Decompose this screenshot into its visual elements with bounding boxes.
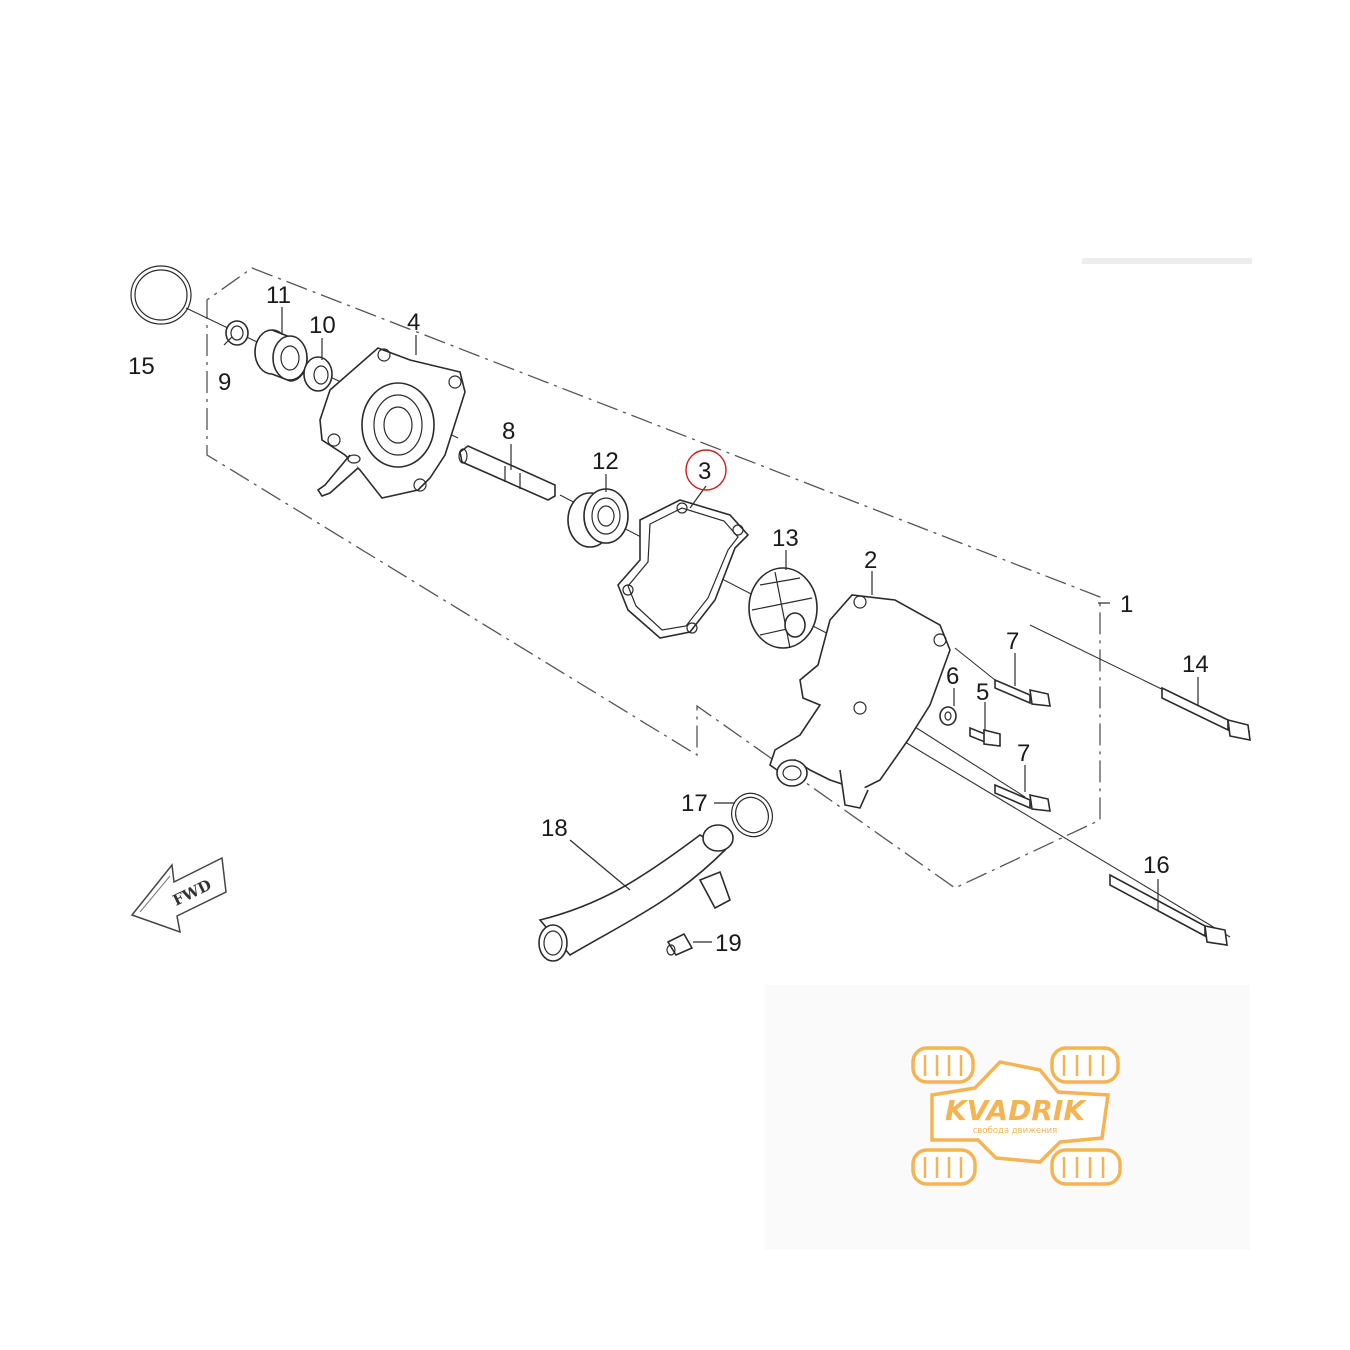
callout-7-lower: 7 <box>1017 740 1030 767</box>
part-16-long-bolt <box>1109 873 1228 946</box>
part-4-pump-cover <box>316 347 466 499</box>
logo-wheel-bottom-right <box>1050 1148 1122 1186</box>
callout-16: 16 <box>1143 852 1170 879</box>
fwd-arrow: FWD <box>130 856 227 934</box>
callout-10: 10 <box>309 312 336 339</box>
callout-2: 2 <box>864 547 877 574</box>
part-10-seal <box>303 356 333 392</box>
part-7-bolt-upper <box>994 678 1051 707</box>
callout-9: 9 <box>218 369 231 396</box>
callout-17: 17 <box>681 790 708 817</box>
logo-wheel-bottom-left <box>911 1148 977 1186</box>
part-11-bearing <box>254 329 308 382</box>
part-19-fitting <box>666 932 694 957</box>
kvadrik-logo: KVADRIK свобода движения <box>911 1046 1122 1186</box>
logo-body <box>930 1060 1110 1164</box>
part-7-bolt-lower <box>994 783 1051 812</box>
logo-wheel-top-left <box>911 1046 975 1084</box>
part-5-bolt <box>969 726 1001 747</box>
callout-19: 19 <box>715 930 742 957</box>
part-6-washer <box>939 706 957 726</box>
logo-wheel-top-right <box>1050 1046 1120 1084</box>
part-3-gasket <box>617 499 750 639</box>
callout-3: 3 <box>698 458 711 485</box>
callout-8: 8 <box>502 418 515 445</box>
callout-leader-lines <box>223 307 1199 943</box>
part-14-long-bolt <box>1161 686 1251 742</box>
callout-12: 12 <box>592 448 619 475</box>
callout-15: 15 <box>128 353 155 380</box>
callout-7-upper: 7 <box>1006 628 1019 655</box>
callout-6: 6 <box>946 663 959 690</box>
part-2-pump-housing <box>769 594 951 809</box>
part-18-water-pipe <box>538 824 734 962</box>
part-12-mechanical-seal <box>567 488 629 548</box>
callout-13: 13 <box>772 525 799 552</box>
callout-18: 18 <box>541 815 568 842</box>
part-13-impeller <box>748 567 818 649</box>
faint-bar <box>1082 258 1252 264</box>
callout-1: 1 <box>1120 591 1133 618</box>
callout-4: 4 <box>407 309 420 336</box>
part-8-shaft <box>458 445 556 501</box>
callout-14: 14 <box>1182 651 1209 678</box>
assembly-boundary <box>206 267 1101 889</box>
part-9-circlip <box>225 320 249 346</box>
callout-labels: 1 2 3 4 5 6 7 7 8 9 10 11 12 13 14 15 16… <box>128 282 1209 957</box>
logo-tagline: свобода движения <box>973 1126 1058 1136</box>
callout-11: 11 <box>266 282 291 309</box>
logo-brand-text: KVADRIK <box>945 1094 1087 1127</box>
callout-3-highlight <box>685 449 727 491</box>
part-15-o-ring <box>130 265 192 325</box>
part-17-o-ring <box>731 792 773 838</box>
callout-5: 5 <box>976 679 989 706</box>
